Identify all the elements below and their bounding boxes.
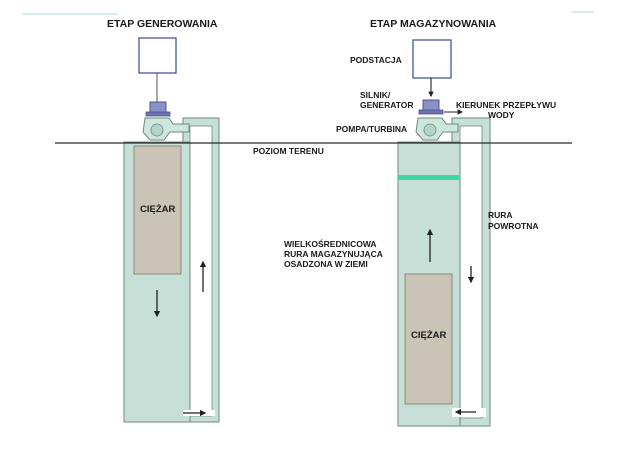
flow-direction-label-line1: KIERUNEK PRZEPŁYWU [456, 100, 557, 110]
pump-turbine-icon [142, 117, 190, 141]
generating-system [123, 37, 220, 423]
substation-box [412, 39, 452, 79]
storage-stage-title: ETAP MAGAZYNOWANIA [370, 18, 497, 30]
motor-generator-icon [418, 99, 444, 115]
storage-pipe-label-line1: WIELKOŚREDNICOWA [284, 239, 377, 249]
substation-box [138, 37, 177, 74]
weight-label-right: CIĘŻAR [411, 330, 447, 341]
storage-pipe-label-line2: RURA MAGAZYNUJĄCA [284, 249, 383, 259]
return-pipe-label-line1: RURA [488, 210, 513, 220]
motor-generator-label-line2: GENERATOR [360, 100, 414, 110]
motor-generator-icon [145, 101, 171, 117]
pump-turbine-icon [415, 117, 459, 141]
generating-stage-title: ETAP GENEROWANIA [107, 18, 218, 30]
weight [133, 145, 182, 275]
motor-generator-label-line1: SILNIK/ [360, 90, 391, 100]
return-pipe-label-line2: POWROTNA [488, 221, 539, 231]
seal-band [398, 175, 460, 180]
substation-label: PODSTACJA [350, 55, 402, 65]
weight [404, 273, 453, 405]
storage-system [397, 39, 491, 427]
pump-turbine-label: POMPA/TURBINA [336, 124, 408, 134]
weight-label-left: CIĘŻAR [140, 204, 176, 215]
return-pipe-bore [189, 125, 213, 417]
flow-direction-label-line2: WODY [488, 110, 515, 120]
storage-pipe-label-line3: OSADZONA W ZIEMI [284, 259, 368, 269]
ground-level-label: POZIOM TERENU [253, 146, 324, 156]
